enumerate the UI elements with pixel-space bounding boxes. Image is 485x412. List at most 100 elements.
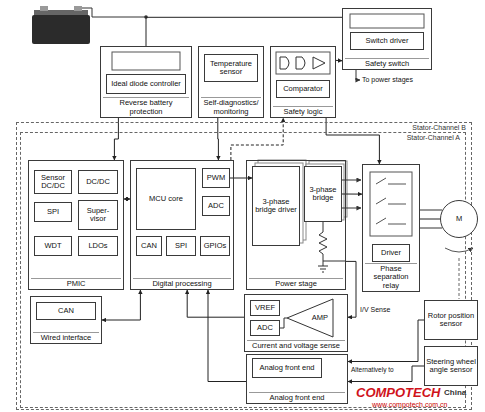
function-block: PMIC Sensor DC/DC DC/DC SPI Super-visorWDT LD… (28, 160, 124, 290)
sub-block: SPI (34, 202, 72, 222)
box-text: CAN (140, 242, 158, 250)
sub-block: CAN (36, 302, 96, 320)
box-text: ADC (256, 324, 274, 332)
box-caption: Power stage (249, 278, 343, 288)
function-block: Safety logic Comparator (270, 46, 336, 118)
function-block: Digital processingMCU corePWMADCCANSPIGP… (130, 160, 234, 290)
box-caption: Stator-Channel B (411, 124, 467, 132)
sub-block: Super-visor (78, 200, 118, 230)
battery-terminal (40, 6, 48, 11)
box-text: M (455, 215, 463, 223)
sub-block: WDT (34, 236, 72, 256)
sub-block: Analog front end (252, 358, 322, 378)
buffer-gate (313, 57, 325, 69)
connector (208, 290, 246, 382)
phase-line (342, 208, 361, 209)
box-text: Temperature sensor (205, 60, 257, 77)
function-block: Reverse battery protectionIdeal diode co… (100, 46, 192, 118)
box-text: CAN (57, 307, 75, 315)
label-text: COMPOTECH (356, 386, 441, 400)
box-text: SPI (46, 208, 60, 216)
sub-block: Driver (372, 244, 410, 262)
function-block: Current and voltage sense VREF ADC AMP (244, 294, 348, 352)
box-text: 3-phase bridge driver (253, 198, 299, 215)
sub-block: VREF (250, 300, 280, 316)
sub-block: LDOs (78, 236, 118, 256)
box-caption: Safety switch (345, 58, 429, 68)
connector (102, 290, 140, 320)
connector (348, 366, 424, 382)
sub-block: ADC (250, 320, 280, 336)
box-caption: Stator-Channel A (406, 134, 461, 142)
sub-block: SPI (166, 236, 196, 256)
box-caption: PMIC (31, 278, 121, 288)
box-caption: Phase separation relay (365, 263, 417, 290)
box-text: AMP (311, 314, 329, 322)
box-text: PWM (206, 174, 226, 182)
connector (326, 118, 379, 164)
shunt-resistor (319, 222, 346, 261)
connector (217, 118, 219, 160)
sensor-box: Steering wheel angle sensor (424, 346, 478, 386)
empty-block (350, 14, 424, 28)
connector (420, 219, 440, 220)
sub-block: CAN (136, 236, 162, 256)
box-text: Sensor DC/DC (35, 174, 71, 191)
battery-body (32, 15, 90, 44)
box-text: LDOs (87, 242, 108, 250)
and-gate (280, 57, 289, 69)
amplifier-triangle: AMP (286, 298, 334, 338)
sensor-box: Rotor position sensor (424, 300, 478, 340)
sub-block: Sensor DC/DC (34, 170, 72, 194)
box-text: Steering wheel angle sensor (425, 358, 477, 375)
motor-circle: M (440, 200, 478, 238)
box-text: MCU core (148, 195, 184, 203)
function-block: Wired interface CAN (30, 296, 102, 344)
output-arrow (356, 70, 360, 80)
label-text: To power stages (362, 76, 413, 84)
sub-block: Ideal diode controller (106, 74, 186, 94)
channel-region: Stator-Channel A PMIC Sensor DC/DC DC/DC SPI… (20, 132, 466, 408)
sub-block: PWM (202, 168, 230, 188)
box-caption: Safety logic (273, 106, 333, 116)
box-caption: Analog front end (249, 392, 345, 402)
function-block: Analog front endAnalog front end (246, 354, 348, 404)
box-text: Analog front end (258, 364, 315, 372)
label-text: China (444, 389, 466, 398)
sub-block: Comparator (276, 80, 330, 98)
box-caption: Current and voltage sense (247, 340, 345, 350)
connector (114, 118, 118, 160)
and-gate (296, 57, 305, 69)
sub-block: Temperature sensor (204, 54, 258, 82)
battery-wire (82, 8, 146, 17)
phase-line (420, 210, 442, 211)
box-text: ADC (207, 202, 225, 210)
rotation-arrow (445, 248, 473, 252)
label-text: www.compotech.com.cn (372, 401, 447, 409)
connector (342, 194, 362, 195)
function-block: Self-diagnostics/ monitoringTemperature … (198, 46, 264, 118)
connector (187, 290, 244, 317)
relay-contacts (370, 172, 412, 236)
connector (348, 320, 424, 362)
box-text: Ideal diode controller (110, 80, 182, 88)
sub-block: ADC (202, 196, 230, 216)
connector (146, 17, 342, 46)
function-block: Safety switch Switch driver (342, 8, 432, 70)
box-text: DC/DC (85, 178, 111, 186)
relay-switch (376, 178, 406, 224)
connector (231, 118, 283, 160)
ground-symbol (318, 261, 328, 272)
box-text: WDT (43, 242, 62, 250)
box-text: 3-phase bridge (305, 186, 341, 203)
sub-block: Switch driver (350, 32, 424, 50)
amplifier-shape (287, 299, 333, 337)
box-text: SPI (174, 242, 188, 250)
box-text: GPIOs (203, 242, 228, 250)
box-caption: Wired interface (33, 332, 99, 342)
sub-block: 3-phase bridge (304, 166, 342, 222)
function-block: Phase separation relayDriver (362, 164, 420, 292)
label-text: I/V Sense (360, 306, 390, 314)
phase-line (342, 180, 361, 181)
gate-block (276, 52, 330, 74)
